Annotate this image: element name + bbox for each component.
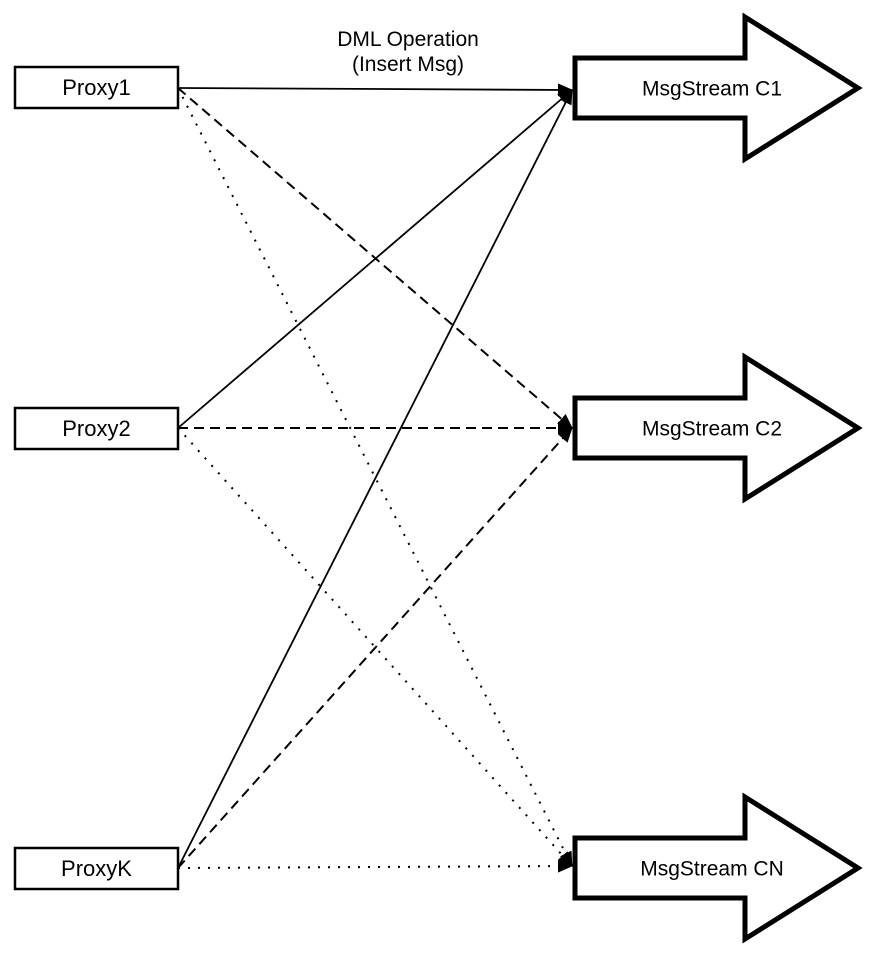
msgstream-c2-label: MsgStream C2: [642, 418, 782, 441]
proxy1-node: Proxy1: [13, 65, 180, 110]
msgstream-cn-node: MsgStream CN: [572, 792, 863, 944]
edge-proxy2-to-stream1: [177, 89, 573, 429]
proxyk-box: [13, 846, 180, 891]
dml-operation-label-line1: DML Operation: [337, 28, 479, 51]
edge-proxy2-to-stream3: [177, 427, 573, 867]
edges-layer: [177, 83, 573, 873]
proxyk-label: ProxyK: [61, 856, 132, 881]
msgstream-c1-node: MsgStream C1: [572, 12, 863, 164]
proxyk-node: ProxyK: [13, 846, 180, 891]
msgstream-c1-arrow: [572, 12, 863, 164]
msgstream-c2-arrow: [572, 352, 863, 504]
msgstream-c2-node: MsgStream C2: [572, 352, 863, 504]
msgstream-cn-label: MsgStream CN: [640, 858, 784, 881]
edge-proxyk-to-stream1: [177, 89, 573, 869]
dml-operation-label-line2: (Insert Msg): [352, 53, 464, 76]
edge-proxyk-to-stream2: [177, 427, 573, 869]
edge-proxyk-to-stream3: [177, 859, 573, 873]
dml-operation-label: DML Operation (Insert Msg): [337, 28, 479, 76]
proxy2-box: [13, 406, 180, 451]
proxy2-node: Proxy2: [13, 406, 180, 451]
proxy1-label: Proxy1: [62, 75, 130, 100]
proxy1-box: [13, 65, 180, 110]
msgstream-cn-arrow: [572, 792, 863, 944]
edge-proxy1-to-stream1: [177, 83, 573, 97]
edge-proxy1-to-stream3: [177, 87, 573, 867]
msgstream-c1-label: MsgStream C1: [642, 78, 782, 101]
proxy2-label: Proxy2: [62, 416, 130, 441]
